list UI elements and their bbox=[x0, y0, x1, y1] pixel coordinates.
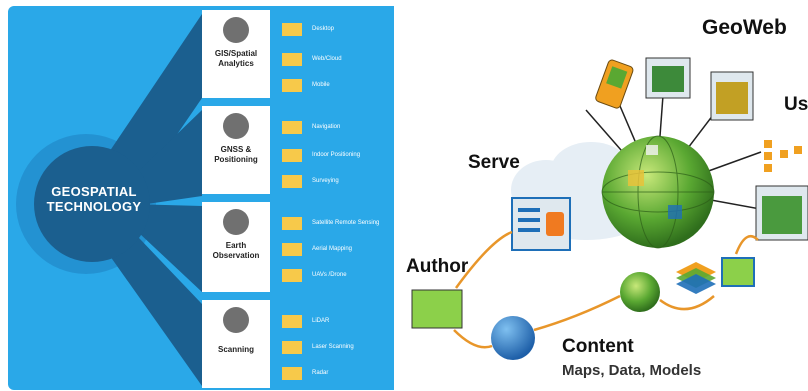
items-panel-scanning: LiDAR Laser Scanning Radar bbox=[276, 300, 394, 388]
grid-map-icon bbox=[721, 257, 755, 287]
content-sphere-icon bbox=[491, 316, 535, 360]
card-title: Scanning bbox=[217, 345, 254, 354]
use-label: Use bbox=[784, 94, 808, 115]
item-label: LiDAR bbox=[312, 318, 330, 324]
gps-device-icon bbox=[595, 59, 634, 109]
map-window-icon bbox=[755, 185, 808, 241]
category-circle-icon bbox=[223, 307, 249, 333]
card-title: Earth Observation bbox=[212, 241, 260, 260]
card-title: GIS/Spatial Analytics bbox=[214, 49, 258, 68]
list-item: Navigation bbox=[282, 120, 340, 134]
item-marker-icon bbox=[282, 268, 302, 282]
small-globe-icon bbox=[620, 272, 660, 312]
item-marker-icon bbox=[282, 366, 302, 380]
item-label: Surveying bbox=[312, 178, 339, 184]
server-icon bbox=[511, 197, 571, 251]
map-window-icon bbox=[645, 57, 691, 99]
list-item: LiDAR bbox=[282, 314, 329, 328]
map-window-icon bbox=[710, 71, 754, 121]
list-item: Aerial Mapping bbox=[282, 242, 352, 256]
item-label: Mobile bbox=[312, 82, 330, 88]
item-marker-icon bbox=[282, 120, 302, 134]
item-marker-icon bbox=[282, 22, 302, 36]
items-panel-gis: Desktop Web/Cloud Mobile bbox=[276, 10, 394, 98]
geoweb-title: GeoWeb bbox=[702, 16, 787, 39]
item-marker-icon bbox=[282, 242, 302, 256]
list-item: Satellite Remote Sensing bbox=[282, 216, 379, 230]
item-label: Web/Cloud bbox=[312, 56, 342, 62]
list-item: Indoor Positioning bbox=[282, 148, 360, 162]
connector-shapes bbox=[16, 14, 202, 386]
item-marker-icon bbox=[282, 148, 302, 162]
list-item: UAVs /Drone bbox=[282, 268, 347, 282]
category-circle-icon bbox=[223, 113, 249, 139]
geoweb-diagram: GeoWeb Use Serve Author Content Maps, Da… bbox=[396, 0, 808, 391]
layer-stack-icon bbox=[676, 262, 716, 294]
list-item: Mobile bbox=[282, 78, 330, 92]
list-item: Surveying bbox=[282, 174, 339, 188]
item-marker-icon bbox=[282, 216, 302, 230]
items-panel-earth-observation: Satellite Remote Sensing Aerial Mapping … bbox=[276, 202, 394, 292]
flow-arrows bbox=[453, 230, 759, 349]
item-label: Desktop bbox=[312, 26, 335, 32]
items-panel-gnss: Navigation Indoor Positioning Surveying bbox=[276, 106, 394, 194]
serve-label: Serve bbox=[468, 152, 520, 173]
list-item: Laser Scanning bbox=[282, 340, 354, 354]
card-title: GNSS & Positioning bbox=[214, 145, 258, 164]
item-label: Laser Scanning bbox=[312, 344, 354, 350]
item-marker-icon bbox=[282, 52, 302, 66]
geospatial-technology-diagram: GEOSPATIAL TECHNOLOGY GIS/Spatial Analyt… bbox=[8, 6, 394, 390]
hierarchy-icon bbox=[764, 140, 802, 172]
card-scanning: Scanning bbox=[202, 300, 270, 388]
geoweb-illustration bbox=[411, 57, 808, 360]
item-label: Radar bbox=[312, 370, 329, 376]
list-item: Desktop bbox=[282, 22, 334, 36]
author-window-icon bbox=[411, 289, 463, 329]
item-label: Navigation bbox=[312, 124, 341, 130]
item-label: Indoor Positioning bbox=[312, 152, 361, 158]
item-marker-icon bbox=[282, 340, 302, 354]
list-item: Web/Cloud bbox=[282, 52, 342, 66]
card-gis-spatial-analytics: GIS/Spatial Analytics bbox=[202, 10, 270, 98]
item-label: UAVs /Drone bbox=[312, 272, 347, 278]
item-marker-icon bbox=[282, 314, 302, 328]
card-earth-observation: Earth Observation bbox=[202, 202, 270, 292]
author-label: Author bbox=[406, 256, 469, 277]
hub-title: GEOSPATIAL TECHNOLOGY bbox=[46, 184, 142, 214]
content-subtitle: Maps, Data, Models bbox=[562, 362, 702, 379]
item-label: Satellite Remote Sensing bbox=[312, 220, 380, 226]
item-marker-icon bbox=[282, 78, 302, 92]
category-circle-icon bbox=[223, 17, 249, 43]
list-item: Radar bbox=[282, 366, 328, 380]
content-label: Content bbox=[562, 336, 634, 357]
item-label: Aerial Mapping bbox=[312, 246, 353, 252]
card-gnss-positioning: GNSS & Positioning bbox=[202, 106, 270, 194]
category-circle-icon bbox=[223, 209, 249, 235]
item-marker-icon bbox=[282, 174, 302, 188]
